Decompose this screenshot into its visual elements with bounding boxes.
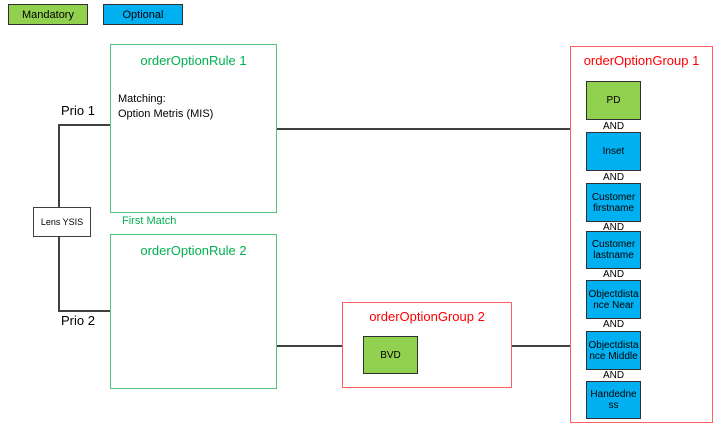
- group1-item-inset: Inset: [586, 132, 641, 171]
- order-option-rule-1-box: orderOptionRule 1 Matching: Option Metri…: [110, 44, 277, 213]
- and-divider-1: AND: [602, 121, 625, 132]
- connector-prio1-horizontal: [58, 124, 111, 126]
- rule1-matching-label: Matching:: [118, 93, 166, 105]
- order-option-group-1-title: orderOptionGroup 1: [583, 53, 700, 68]
- lens-ysis-node: Lens YSIS: [33, 207, 91, 237]
- connector-rule1-to-group1: [277, 128, 571, 130]
- and-divider-4: AND: [602, 269, 625, 280]
- rule1-matching-value: Option Metris (MIS): [118, 108, 214, 120]
- connector-prio1-vertical: [58, 124, 60, 208]
- group1-item-pd: PD: [586, 81, 641, 120]
- connector-rule2-to-group2: [277, 345, 343, 347]
- connector-prio2-horizontal: [58, 310, 111, 312]
- group1-item-customer-firstname: Customer firstname: [586, 183, 641, 222]
- group2-item-bvd: BVD: [363, 336, 418, 374]
- connector-prio2-vertical: [58, 236, 60, 312]
- and-divider-5: AND: [602, 319, 625, 330]
- first-match-label: First Match: [122, 215, 177, 227]
- order-option-rule-2-box: orderOptionRule 2: [110, 234, 277, 389]
- legend-optional: Optional: [103, 4, 183, 25]
- group1-item-objectdistance-middle: Objectdistance Middle: [586, 331, 641, 370]
- order-option-group-2-title: orderOptionGroup 2: [369, 309, 485, 324]
- group1-item-handedness: Handedness: [586, 381, 641, 419]
- prio2-label: Prio 2: [61, 313, 95, 328]
- group1-item-customer-lastname: Customer lastname: [586, 231, 641, 269]
- and-divider-6: AND: [602, 370, 625, 381]
- order-option-rule-1-title: orderOptionRule 1: [140, 53, 247, 68]
- legend-mandatory: Mandatory: [8, 4, 88, 25]
- lens-ysis-label: Lens YSIS: [40, 217, 84, 227]
- connector-group2-to-group1: [511, 345, 571, 347]
- order-option-rule-2-title: orderOptionRule 2: [140, 243, 247, 258]
- order-option-rule-1-body: Matching: Option Metris (MIS): [118, 92, 213, 122]
- and-divider-2: AND: [602, 172, 625, 183]
- order-option-group-1-box: orderOptionGroup 1 PD AND Inset AND Cust…: [570, 46, 713, 423]
- group1-item-objectdistance-near: Objectdistance Near: [586, 280, 641, 319]
- order-option-group-2-box: orderOptionGroup 2 BVD: [342, 302, 512, 388]
- and-divider-3: AND: [602, 222, 625, 233]
- prio1-label: Prio 1: [61, 103, 95, 118]
